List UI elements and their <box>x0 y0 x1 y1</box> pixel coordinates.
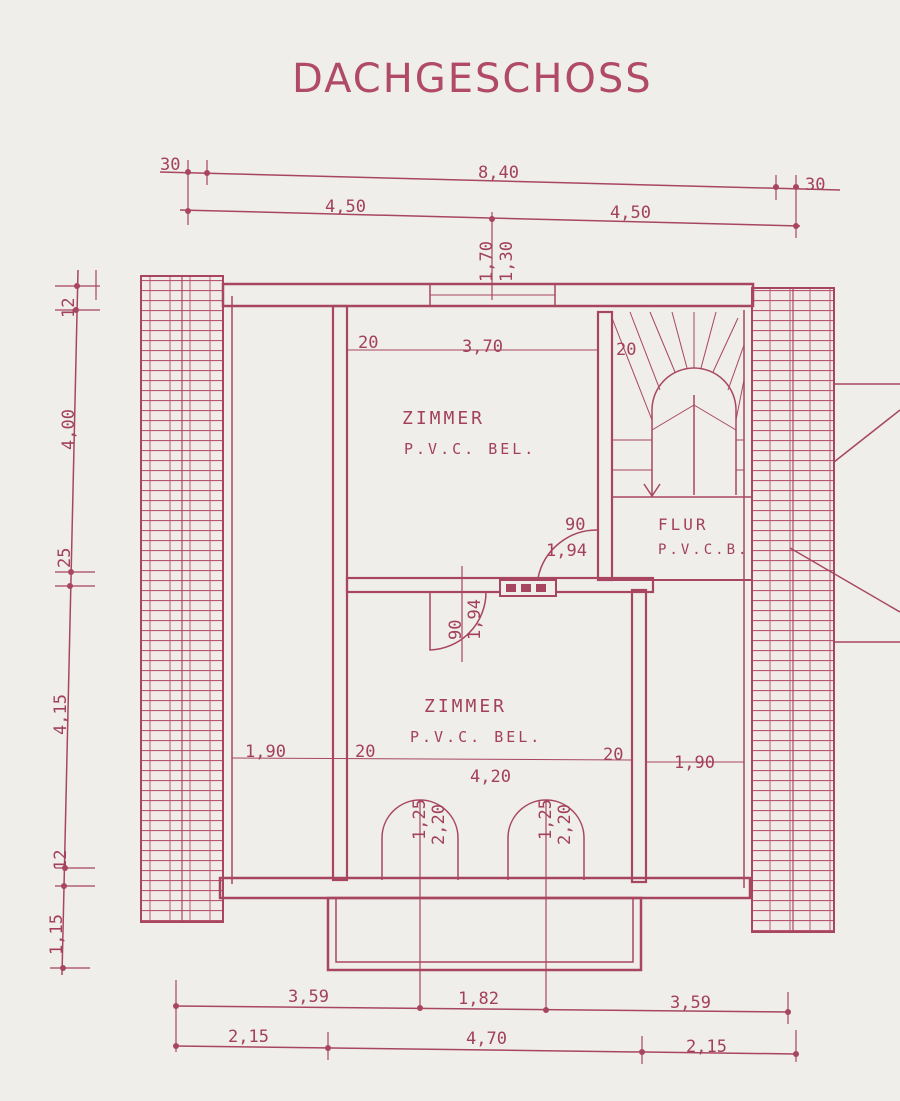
dim-left-4: 4,15 <box>51 694 71 735</box>
dim-wall-left: 20 <box>355 742 375 762</box>
dim-upper-wall-right: 20 <box>616 340 636 360</box>
dim-left-1: 12 <box>59 298 79 318</box>
dim-bottom-b2: 1,82 <box>458 989 499 1009</box>
dim-wall-right: 20 <box>603 745 623 765</box>
dim-flur-door-a: 90 <box>565 515 585 535</box>
dim-bottom-b3: 3,59 <box>670 993 711 1013</box>
dim-total-width: 8,40 <box>478 163 519 183</box>
dim-overhang-left: 30 <box>160 155 180 175</box>
left-dimensions: 12 4,00 25 4,15 12 1,15 <box>47 269 100 976</box>
dim-side-left: 1,90 <box>245 742 286 762</box>
dim-left-2: 4,00 <box>59 409 79 450</box>
dim-left-5: 12 <box>51 850 71 870</box>
top-dimensions: 30 8,40 30 4,50 4,50 1,70 1,30 <box>159 155 841 300</box>
room-lower-name: ZIMMER <box>424 696 507 717</box>
dim-half-right: 4,50 <box>610 203 651 223</box>
dim-lower-width: 4,20 <box>470 767 511 787</box>
interior-dimensions: 20 3,70 20 90 1,94 90 1,94 1,90 20 4,20 … <box>231 333 744 845</box>
room-flur-floor: P.V.C.B. <box>658 542 749 558</box>
dim-bottom-c3: 2,15 <box>686 1037 727 1057</box>
dim-door2-b: 2,20 <box>555 804 575 845</box>
dim-window-height-1: 1,70 <box>477 241 497 282</box>
dim-flur-door-b: 1,94 <box>546 541 587 561</box>
room-upper-name: ZIMMER <box>402 408 485 429</box>
dim-door2-a: 1,25 <box>536 799 556 840</box>
door-swing-flur <box>537 529 599 579</box>
dim-upper-wall-left: 20 <box>358 333 378 353</box>
dim-side-right: 1,90 <box>674 753 715 773</box>
room-upper-floor: P.V.C. BEL. <box>404 440 536 458</box>
dim-window-height-2: 1,30 <box>497 241 517 282</box>
outer-walls <box>218 282 755 972</box>
dim-overhang-right: 30 <box>805 175 825 195</box>
dim-room-door-b: 1,94 <box>465 599 485 640</box>
dim-upper-width: 3,70 <box>462 337 503 357</box>
room-labels: ZIMMER P.V.C. BEL. ZIMMER P.V.C. BEL. FL… <box>402 408 749 746</box>
dim-door1-a: 1,25 <box>410 799 430 840</box>
roof-lines <box>789 383 900 643</box>
dim-door1-b: 2,20 <box>429 804 449 845</box>
brick-columns <box>140 275 835 933</box>
dim-bottom-b1: 3,59 <box>288 987 329 1007</box>
dim-left-6: 1,15 <box>47 914 67 955</box>
bottom-dimensions: 3,59 1,82 3,59 2,15 4,70 2,15 <box>173 980 799 1064</box>
room-lower-floor: P.V.C. BEL. <box>410 728 542 746</box>
door-swing-room <box>429 591 487 651</box>
room-flur-name: FLUR <box>658 515 709 534</box>
staircase <box>611 311 745 498</box>
plan-title: DACHGESCHOSS <box>292 56 653 102</box>
dim-room-door-a: 90 <box>446 620 466 640</box>
dim-left-3: 25 <box>55 548 75 568</box>
doors <box>381 529 599 1010</box>
dim-half-left: 4,50 <box>325 197 366 217</box>
dim-bottom-c1: 2,15 <box>228 1027 269 1047</box>
dim-bottom-c2: 4,70 <box>466 1029 507 1049</box>
